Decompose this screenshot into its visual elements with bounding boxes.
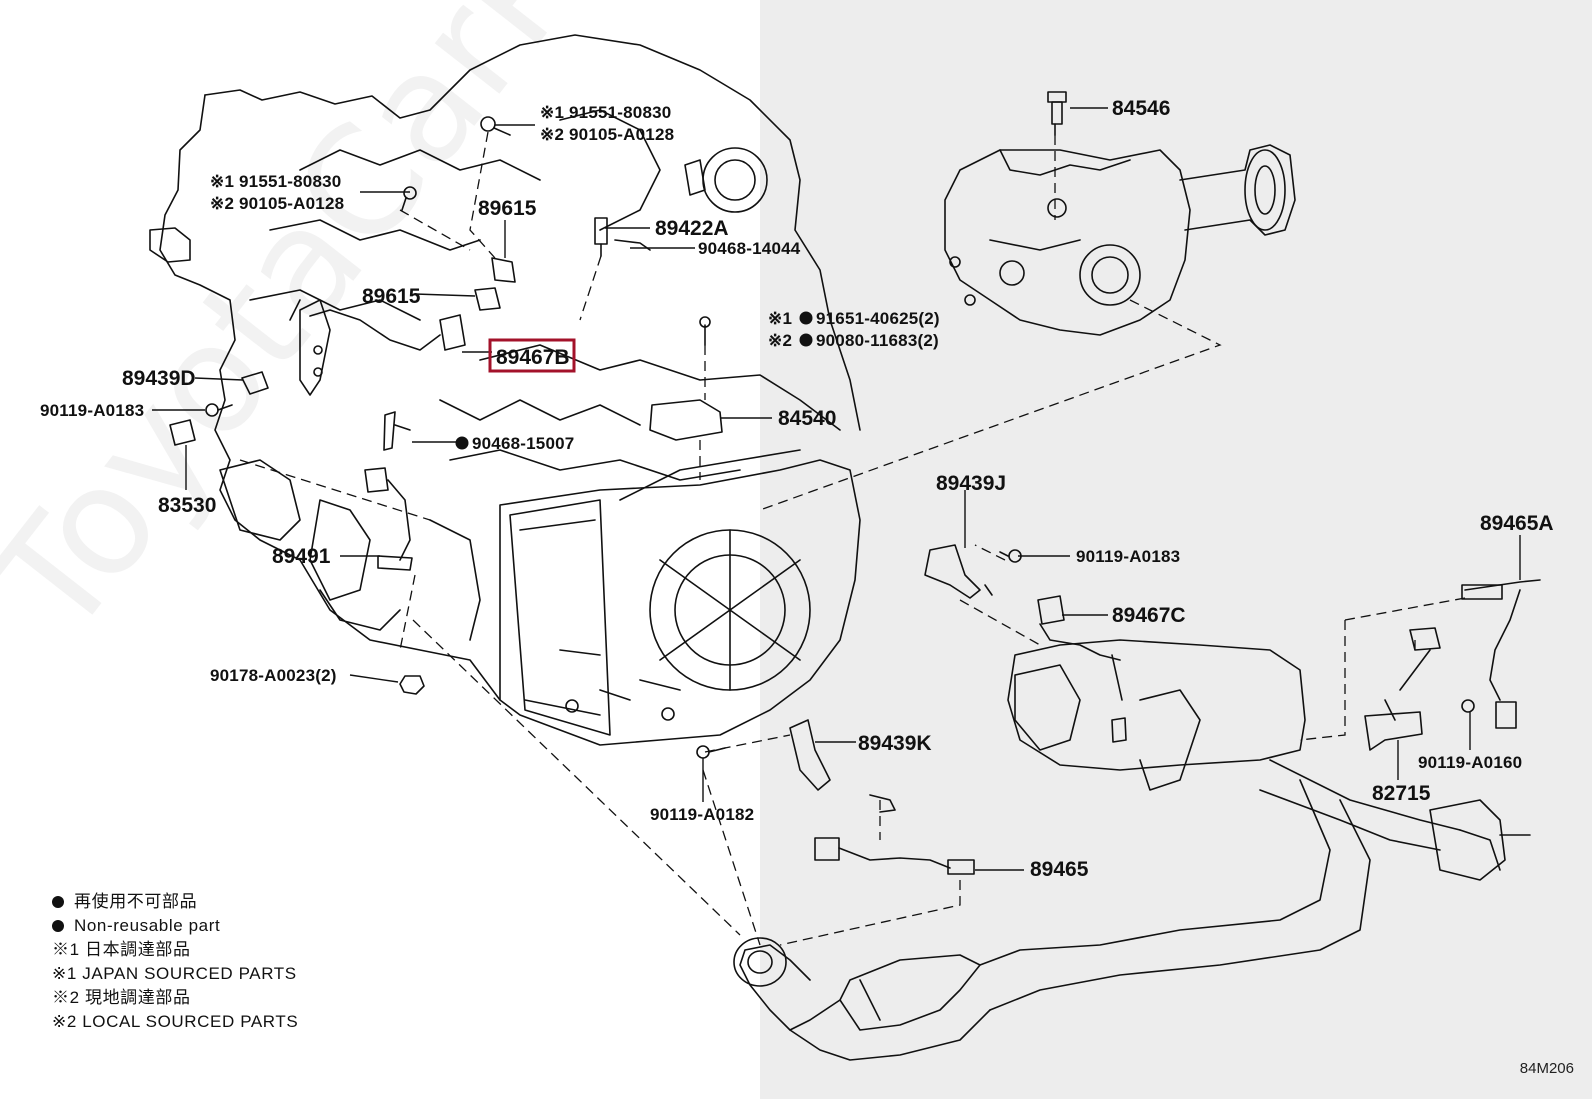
leader-lines <box>152 107 1521 871</box>
part-89615-sensor-b <box>474 287 501 311</box>
label-90119-A0183-left[interactable]: 90119-A0183 <box>40 401 144 420</box>
label-89422A[interactable]: 89422A <box>655 217 729 240</box>
label-mark-2: ※2 <box>768 331 792 350</box>
exhaust-system <box>733 639 1531 1061</box>
label-84546[interactable]: 84546 <box>1112 97 1170 120</box>
label-91551-80830-left[interactable]: ※1 91551-80830 <box>210 172 341 191</box>
part-84546-switch <box>1047 91 1067 136</box>
bolt-upper <box>480 116 511 136</box>
label-91551-80830-upper[interactable]: ※1 91551-80830 <box>540 103 671 122</box>
label-89439D[interactable]: 89439D <box>122 367 196 390</box>
label-89439K[interactable]: 89439K <box>858 732 932 755</box>
part-89439J-bracket <box>924 544 993 599</box>
label-89467C[interactable]: 89467C <box>1112 604 1186 627</box>
legend-row-japan-jp: ※1 日本調達部品 <box>52 940 191 959</box>
label-90468-14044[interactable]: 90468-14044 <box>698 239 801 258</box>
label-90178-A0023[interactable]: 90178-A0023(2) <box>210 666 337 685</box>
label-90119-A0183-right[interactable]: 90119-A0183 <box>1076 547 1180 566</box>
label-83530[interactable]: 83530 <box>158 494 216 517</box>
label-90119-A0182[interactable]: 90119-A0182 <box>650 805 754 824</box>
label-89615-upper[interactable]: 89615 <box>478 197 537 220</box>
transaxle-outline <box>499 449 861 746</box>
bolt-90119-A0183-left <box>205 403 233 417</box>
label-89465A[interactable]: 89465A <box>1480 512 1554 535</box>
part-89465A-sensor <box>1399 579 1541 729</box>
part-89467B-sensor <box>309 309 466 351</box>
part-82715-bracket <box>1364 699 1423 751</box>
legend-row-nonreuse-jp: 再使用不可部品 <box>52 890 298 914</box>
legend-row-local-jp: ※2 現地調達部品 <box>52 988 191 1007</box>
part-89465-sensor <box>814 837 975 875</box>
background-panel <box>760 0 1592 1099</box>
legend-row-nonreuse-en: Non-reusable part <box>52 914 298 938</box>
label-89467B[interactable]: 89467B <box>496 346 570 369</box>
label-mark-1: ※1 <box>768 309 792 328</box>
label-89439J[interactable]: 89439J <box>936 472 1006 495</box>
dot-icon <box>52 896 64 908</box>
label-89491[interactable]: 89491 <box>272 545 331 568</box>
label-90468-15007[interactable]: 90468-15007 <box>472 434 574 453</box>
legend-text: 再使用不可部品 <box>74 892 198 911</box>
part-89467C-sensor <box>1037 595 1127 743</box>
diagram-code: 84M206 <box>1519 1060 1574 1077</box>
engine-outline <box>149 34 861 701</box>
dot-icon <box>52 920 64 932</box>
legend-row-local-en: ※2 LOCAL SOURCED PARTS <box>52 1012 299 1031</box>
part-89439D-bracket <box>241 371 269 395</box>
label-91651-40625[interactable]: 91651-40625(2) <box>816 309 940 328</box>
bolt-90119-A0182 <box>696 745 726 759</box>
label-90080-11683[interactable]: 90080-11683(2) <box>816 331 939 350</box>
label-89465[interactable]: 89465 <box>1030 858 1089 881</box>
label-90105-A0128-upper[interactable]: ※2 90105-A0128 <box>540 125 674 144</box>
non-reusable-dots <box>455 311 813 450</box>
label-84540[interactable]: 84540 <box>778 407 836 430</box>
legend: 再使用不可部品 Non-reusable part ※1 日本調達部品 ※1 J… <box>52 890 298 1034</box>
part-90468-15007-clamp <box>383 411 411 451</box>
bolt-left-upper <box>401 186 417 211</box>
label-82715[interactable]: 82715 <box>1372 782 1431 805</box>
part-89439K-bracket <box>789 719 896 813</box>
part-89615-sensor-a <box>491 257 516 283</box>
dashed-reference-lines <box>239 131 1466 946</box>
legend-text: Non-reusable part <box>74 916 221 935</box>
label-90119-A0160[interactable]: 90119-A0160 <box>1418 753 1522 772</box>
nut-90178-A0023 <box>399 675 425 695</box>
highlight-box <box>488 338 576 373</box>
part-83530-switch <box>169 419 196 446</box>
part-89422A-sensor <box>594 217 651 257</box>
label-90105-A0128-left[interactable]: ※2 90105-A0128 <box>210 194 344 213</box>
bolt-90119-A0160 <box>1461 699 1475 713</box>
part-89491-sensor <box>364 467 413 571</box>
legend-row-japan-en: ※1 JAPAN SOURCED PARTS <box>52 964 297 983</box>
part-84540-switch <box>649 316 723 441</box>
label-89615-lower[interactable]: 89615 <box>362 285 421 308</box>
